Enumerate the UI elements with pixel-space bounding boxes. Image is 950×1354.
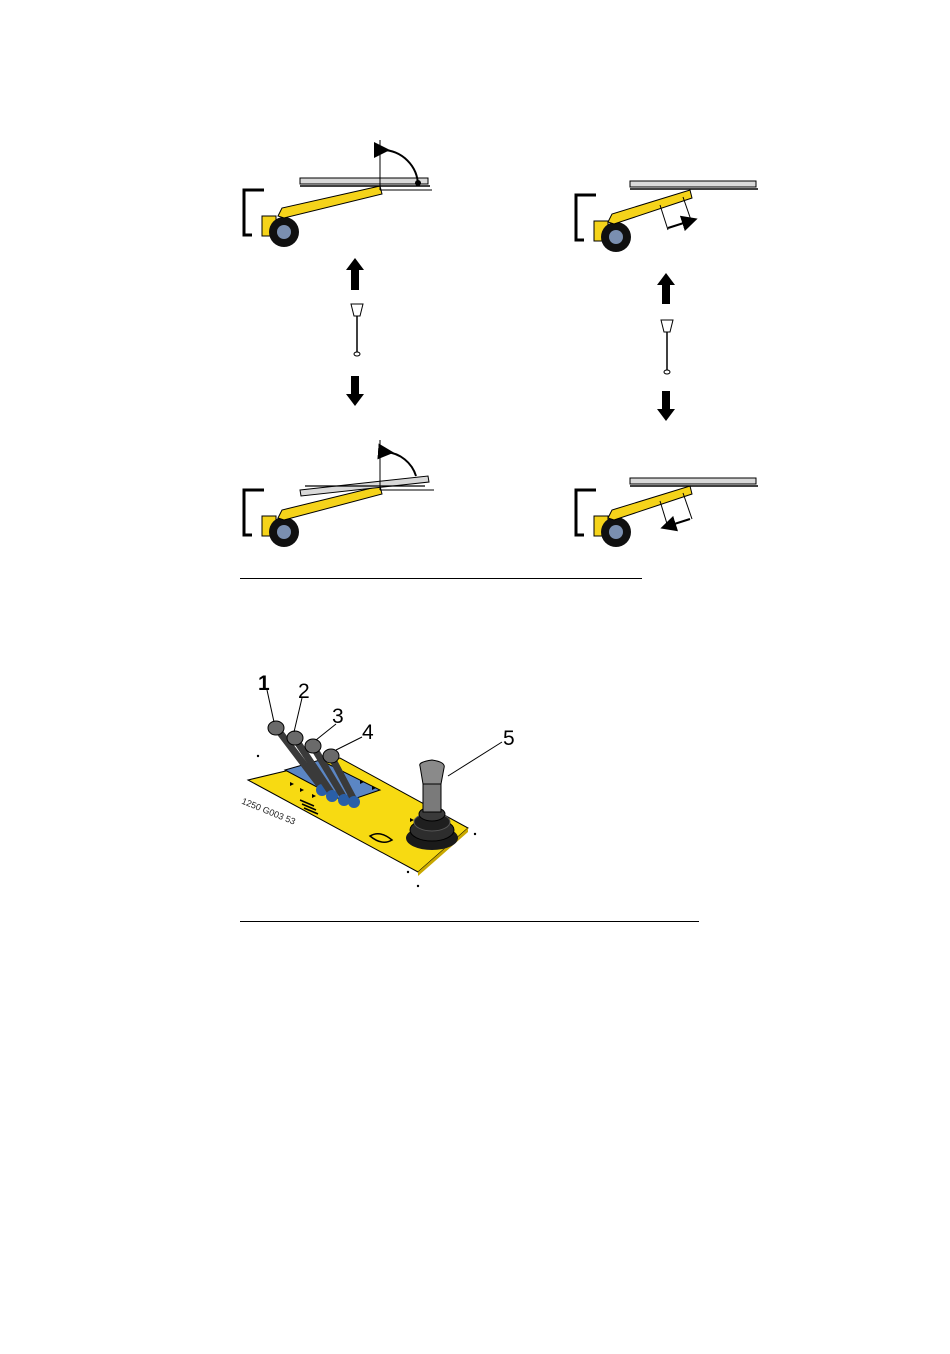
control-console-illustration [0,0,950,940]
callout-2: 2 [298,681,310,702]
callout-3: 3 [332,706,344,727]
callout-5: 5 [503,728,515,749]
separator-rule [240,921,699,922]
callout-4: 4 [362,722,374,743]
callout-1: 1 [258,673,270,694]
